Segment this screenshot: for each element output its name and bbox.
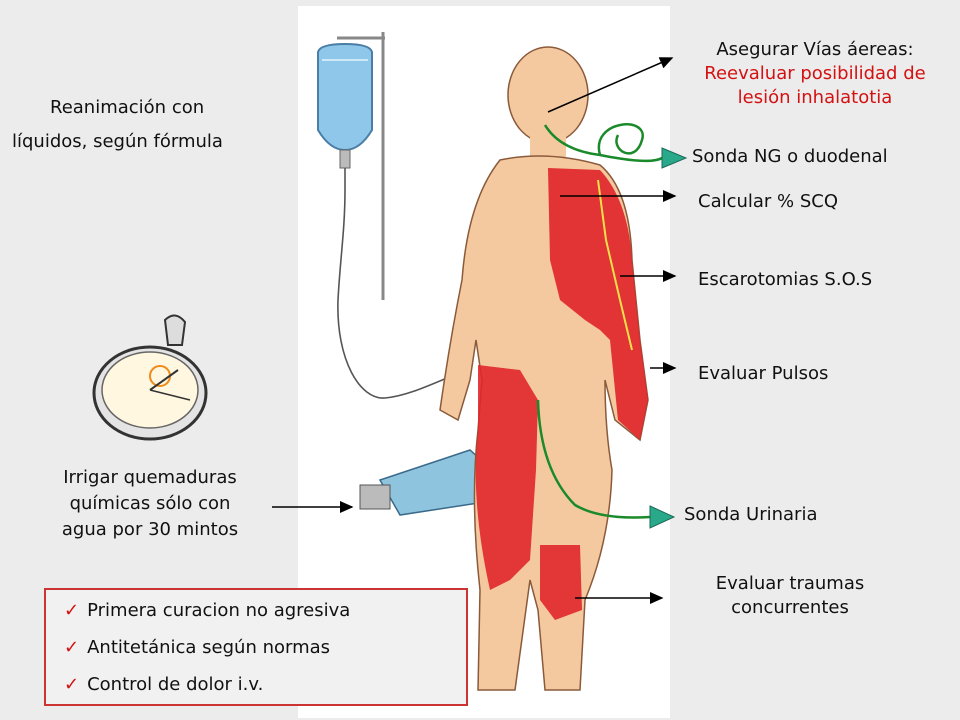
label-evaluar-pulsos: Evaluar Pulsos <box>698 363 829 384</box>
label-sonda-ng: Sonda NG o duodenal <box>692 146 888 167</box>
checklist-item: ✓ Primera curacion no agresiva <box>64 600 350 622</box>
checklist-item-text: Control de dolor i.v. <box>87 674 264 695</box>
label-irrigar-line3: agua por 30 mintos <box>61 519 239 540</box>
irrigation-nozzle-icon <box>359 449 499 516</box>
label-calcular-scq: Calcular % SCQ <box>698 191 839 212</box>
label-irrigar-line1: Irrigar quemaduras <box>63 467 237 488</box>
stopwatch-icon <box>92 314 208 441</box>
label-traumas-line1: Evaluar traumas <box>715 573 865 594</box>
checklist-item-text: Primera curacion no agresiva <box>87 600 351 621</box>
label-vias-line3: lesión inhalatotia <box>737 87 893 108</box>
iv-bag <box>317 32 463 399</box>
body-figure <box>439 46 688 691</box>
label-sonda-urinaria: Sonda Urinaria <box>684 504 818 525</box>
label-irrigar-line2: químicas sólo con <box>69 493 231 514</box>
label-vias-line1: Asegurar Vías áereas: <box>716 39 914 60</box>
checkmark-icon: ✓ <box>64 600 80 621</box>
label-vias-line2: Reevaluar posibilidad de <box>704 63 926 84</box>
checklist-item-text: Antitetánica según normas <box>87 637 331 658</box>
label-reanimacion-line2: líquidos, según fórmula <box>12 131 223 152</box>
label-escarotomias: Escarotomias S.O.S <box>698 269 873 290</box>
label-reanimacion-line1: Reanimación con <box>50 97 205 118</box>
label-traumas-line2: concurrentes <box>731 597 849 618</box>
checklist-item: ✓ Antitetánica según normas <box>64 637 330 659</box>
pointer-arrows <box>272 57 677 604</box>
checkmark-icon: ✓ <box>64 637 80 658</box>
checklist-item: ✓ Control de dolor i.v. <box>64 674 263 696</box>
checklist-box: ✓ Primera curacion no agresiva ✓ Antitetán… <box>44 588 468 706</box>
checkmark-icon: ✓ <box>64 674 80 695</box>
